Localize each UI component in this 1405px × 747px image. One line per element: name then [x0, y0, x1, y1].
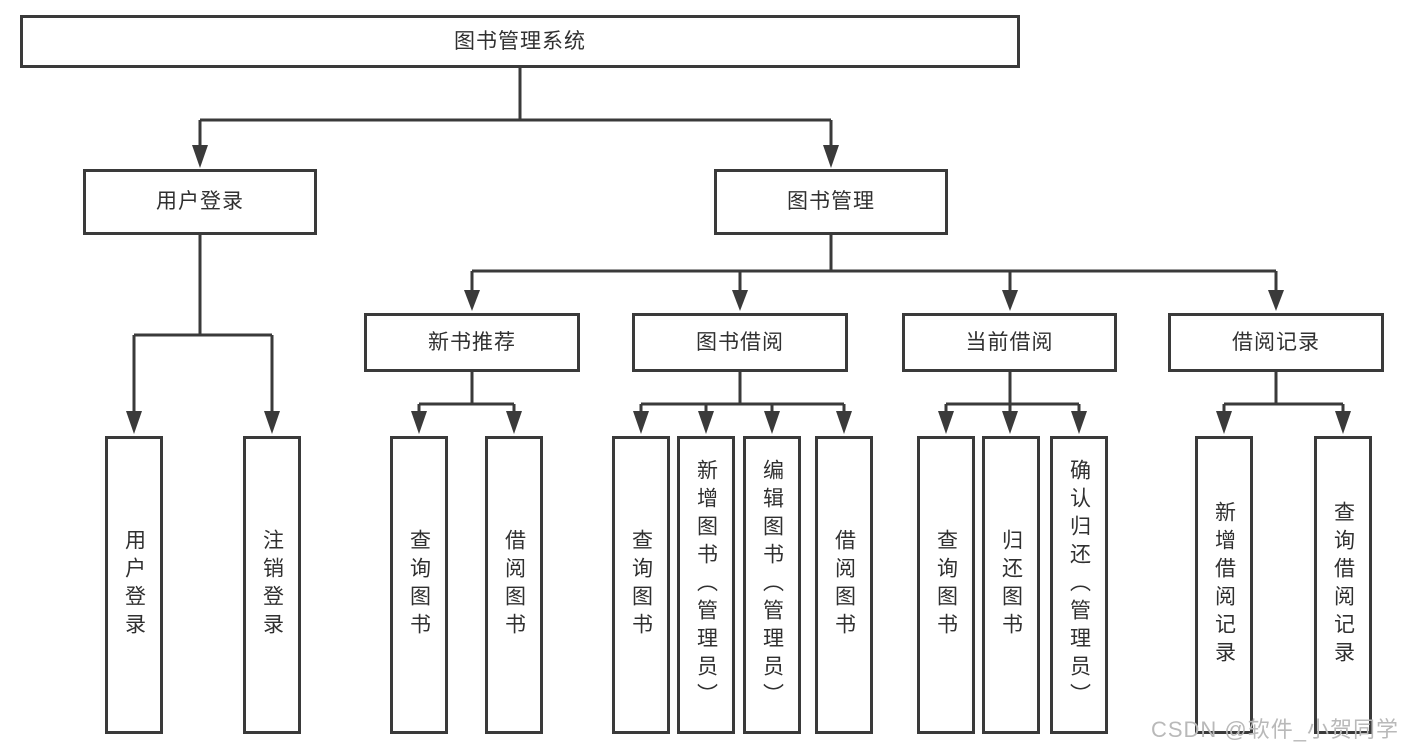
leaf-query-books-current: 查询图书 [917, 436, 975, 734]
node-borrowing-records: 借阅记录 [1168, 313, 1384, 372]
arrowhead [732, 290, 748, 311]
connector-borrowing-records-to-leaves [1216, 372, 1351, 434]
leaf-add-book-admin: 新增图书（管理员） [677, 436, 735, 734]
leaf-confirm-return-admin: 确认归还（管理员） [1050, 436, 1108, 734]
node-book-management: 图书管理 [714, 169, 948, 235]
connector-new-book-recommend-to-leaves [411, 372, 522, 434]
leaf-return-books: 归还图书 [982, 436, 1040, 734]
arrowhead [126, 411, 142, 434]
node-book-borrowing: 图书借阅 [632, 313, 848, 372]
leaf-borrow-books-borrowing: 借阅图书 [815, 436, 873, 734]
connector-current-borrowing-to-leaves [938, 372, 1087, 434]
node-user-login: 用户登录 [83, 169, 317, 235]
leaf-query-books-recommend: 查询图书 [390, 436, 448, 734]
leaf-borrow-books-recommend: 借阅图书 [485, 436, 543, 734]
connector-book-borrowing-to-leaves [633, 372, 852, 434]
connector-book-management-to-level3 [464, 235, 1284, 311]
arrowhead [764, 411, 780, 434]
arrowhead [411, 411, 427, 434]
leaf-user-login: 用户登录 [105, 436, 163, 734]
leaf-query-books-borrowing: 查询图书 [612, 436, 670, 734]
arrowhead [264, 411, 280, 434]
node-new-book-recommend: 新书推荐 [364, 313, 580, 372]
csdn-watermark: CSDN @软件_小贺同学 [1150, 717, 1399, 742]
arrowhead [1002, 411, 1018, 434]
arrowhead [633, 411, 649, 434]
connector-root-to-level2 [192, 66, 839, 168]
arrowhead [506, 411, 522, 434]
leaf-query-borrow-record: 查询借阅记录 [1314, 436, 1372, 734]
arrowhead [823, 145, 839, 168]
arrowhead [464, 290, 480, 311]
arrowhead [698, 411, 714, 434]
connector-user-login-to-leaves [126, 235, 280, 434]
arrowhead [1071, 411, 1087, 434]
arrowhead [1002, 290, 1018, 311]
leaf-add-borrow-record: 新增借阅记录 [1195, 436, 1253, 734]
arrowhead [192, 145, 208, 168]
arrowhead [1268, 290, 1284, 311]
arrowhead [1335, 411, 1351, 434]
node-root: 图书管理系统 [20, 15, 1020, 68]
arrowhead [938, 411, 954, 434]
node-current-borrowing: 当前借阅 [902, 313, 1117, 372]
leaf-edit-book-admin: 编辑图书（管理员） [743, 436, 801, 734]
arrowhead [836, 411, 852, 434]
arrowhead [1216, 411, 1232, 434]
leaf-logout: 注销登录 [243, 436, 301, 734]
